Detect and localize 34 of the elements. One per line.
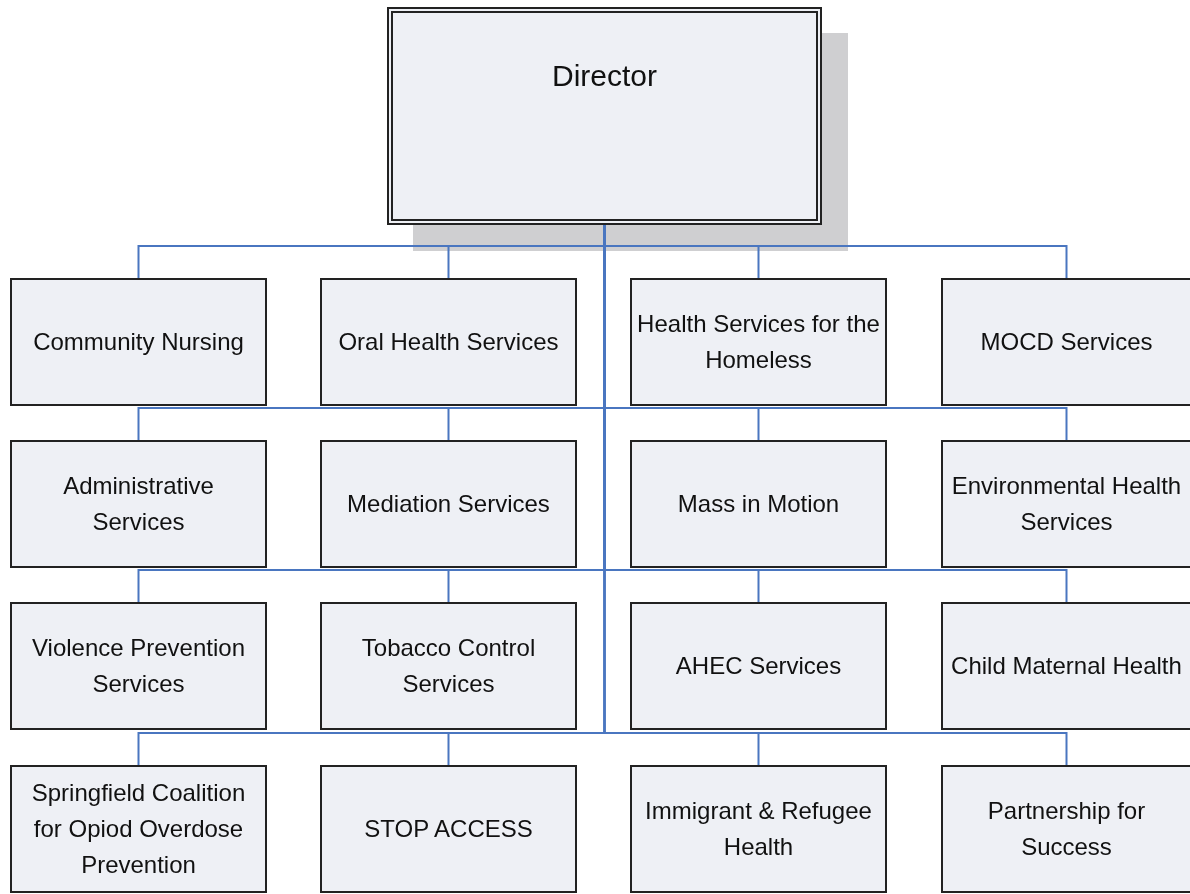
box-label: Springfield Coalition for Opiod Overdose Prevention: [30, 778, 247, 880]
box-label: Director: [552, 58, 657, 94]
box-label: Oral Health Services: [338, 327, 559, 357]
department-box: [630, 440, 887, 568]
department-box: [320, 765, 577, 893]
box-label: MOCD Services: [980, 327, 1153, 357]
box-label: Partnership for Success: [986, 796, 1147, 862]
department-box: [630, 765, 887, 893]
box-label: Violence Prevention Services: [30, 633, 246, 699]
director-box: [387, 7, 822, 225]
department-box: [941, 440, 1190, 568]
box-label: Administrative Services: [62, 471, 215, 537]
department-box: [320, 440, 577, 568]
box-label: Immigrant & Refugee Health: [644, 796, 873, 862]
department-box: [941, 765, 1190, 893]
box-label: Community Nursing: [33, 327, 244, 357]
box-label: AHEC Services: [675, 651, 842, 681]
box-label: Tobacco Control Services: [360, 633, 537, 699]
box-label: Mass in Motion: [677, 489, 840, 519]
box-label: Environmental Health Services: [950, 471, 1183, 537]
department-box: [630, 278, 887, 406]
department-box: [941, 602, 1190, 730]
box-label: STOP ACCESS: [364, 814, 533, 844]
department-box: [320, 602, 577, 730]
department-box: [10, 765, 267, 893]
box-label: Mediation Services: [347, 489, 550, 519]
department-box: [320, 278, 577, 406]
department-box: [941, 278, 1190, 406]
box-label: Health Services for the Homeless: [636, 309, 881, 375]
department-box: [630, 602, 887, 730]
department-box: [10, 602, 267, 730]
department-box: [10, 440, 267, 568]
department-box: [10, 278, 267, 406]
box-label: Child Maternal Health: [951, 651, 1182, 681]
